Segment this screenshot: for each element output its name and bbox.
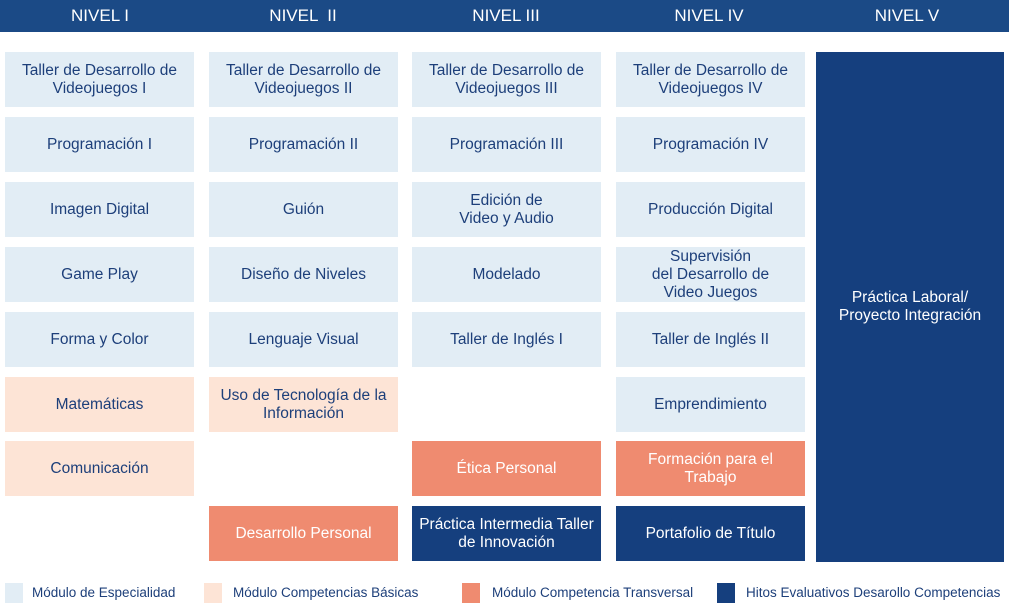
module-practica-laboral: Práctica Laboral/ Proyecto Integración	[816, 52, 1004, 562]
module-taller-videojuegos-2: Taller de Desarrollo de Videojuegos II	[209, 52, 398, 107]
module-etica-personal: Ética Personal	[412, 441, 601, 496]
module-guion: Guión	[209, 182, 398, 237]
module-supervision-desarrollo: Supervisión del Desarrollo de Video Jueg…	[616, 247, 805, 302]
module-game-play: Game Play	[5, 247, 194, 302]
module-programacion-4: Programación IV	[616, 117, 805, 172]
legend-label-basicas: Módulo Competencias Básicas	[233, 585, 419, 600]
module-imagen-digital: Imagen Digital	[5, 182, 194, 237]
levels-header: NIVEL I NIVEL II NIVEL III NIVEL IV NIVE…	[0, 0, 1009, 32]
module-modelado: Modelado	[412, 247, 601, 302]
header-nivel-5: NIVEL V	[874, 6, 940, 25]
module-produccion-digital: Producción Digital	[616, 182, 805, 237]
legend-swatch-basicas	[204, 583, 222, 603]
legend-label-hitos: Hitos Evaluativos Desarollo Competencias	[746, 585, 1001, 600]
module-portafolio-titulo: Portafolio de Título	[616, 506, 805, 561]
header-nivel-2: NIVEL II	[269, 6, 337, 25]
module-taller-ingles-1: Taller de Inglés I	[412, 312, 601, 367]
module-taller-videojuegos-4: Taller de Desarrollo de Videojuegos IV	[616, 52, 805, 107]
header-nivel-3: NIVEL III	[472, 6, 540, 25]
module-uso-tecnologia: Uso de Tecnología de la Información	[209, 377, 398, 432]
module-programacion-2: Programación II	[209, 117, 398, 172]
module-emprendimiento: Emprendimiento	[616, 377, 805, 432]
legend-swatch-especialidad	[5, 583, 23, 603]
module-formacion-trabajo: Formación para el Trabajo	[616, 441, 805, 496]
legend-swatch-transversal	[462, 583, 480, 603]
module-desarrollo-personal: Desarrollo Personal	[209, 506, 398, 561]
module-comunicacion: Comunicación	[5, 441, 194, 496]
module-programacion-1: Programación I	[5, 117, 194, 172]
module-diseno-niveles: Diseño de Niveles	[209, 247, 398, 302]
module-taller-videojuegos-1: Taller de Desarrollo de Videojuegos I	[5, 52, 194, 107]
header-nivel-4: NIVEL IV	[674, 6, 744, 25]
header-nivel-1: NIVEL I	[71, 6, 129, 25]
module-taller-videojuegos-3: Taller de Desarrollo de Videojuegos III	[412, 52, 601, 107]
legend-label-transversal: Módulo Competencia Transversal	[492, 585, 694, 600]
legend-swatch-hitos	[717, 583, 735, 603]
module-matematicas: Matemáticas	[5, 377, 194, 432]
module-edicion-video-audio: Edición de Video y Audio	[412, 182, 601, 237]
module-lenguaje-visual: Lenguaje Visual	[209, 312, 398, 367]
module-taller-ingles-2: Taller de Inglés II	[616, 312, 805, 367]
module-practica-intermedia: Práctica Intermedia Taller de Innovación	[412, 506, 601, 561]
module-forma-color: Forma y Color	[5, 312, 194, 367]
module-programacion-3: Programación III	[412, 117, 601, 172]
legend-label-especialidad: Módulo de Especialidad	[32, 585, 176, 600]
